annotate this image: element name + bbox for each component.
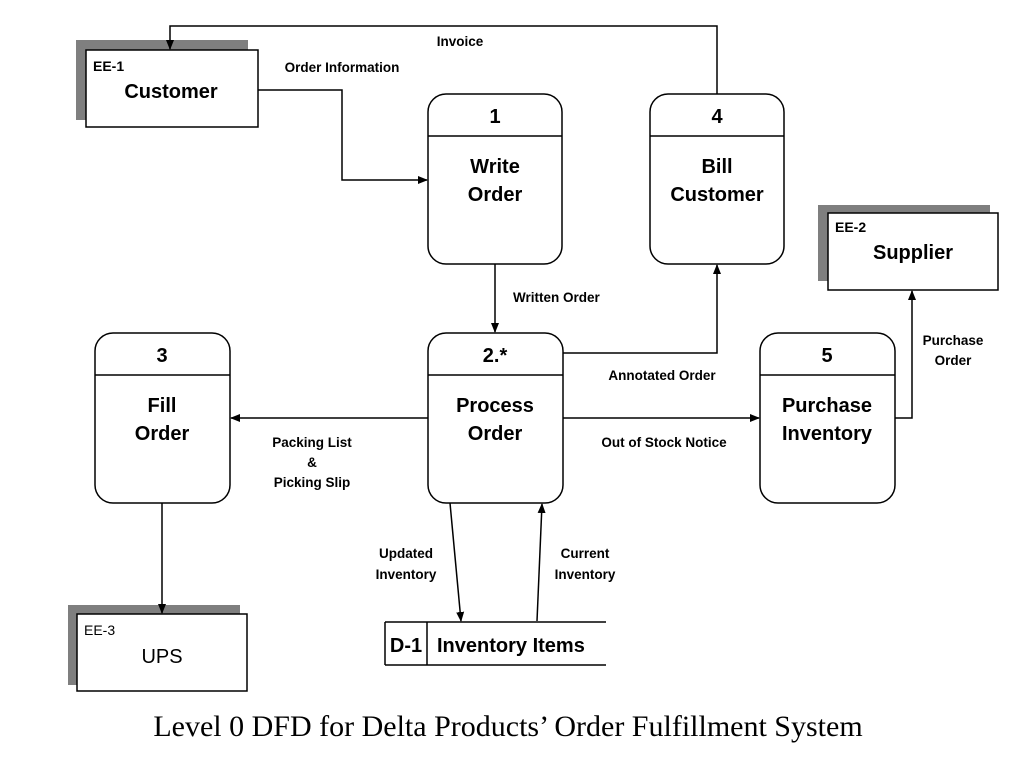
entity-box — [85, 49, 259, 128]
flow-invoice-label: Invoice — [437, 34, 484, 49]
entity-id: EE-3 — [84, 622, 115, 638]
entity-id: EE-2 — [835, 219, 866, 235]
entity-ups: EE-3 UPS — [68, 605, 248, 692]
process-bill-customer: 4 Bill Customer — [649, 93, 785, 265]
entity-name: UPS — [141, 646, 182, 668]
flow-updated-inventory-line — [449, 502, 465, 622]
flow-updated-label-line1: Updated — [379, 546, 433, 561]
data-store-inventory-items: D-1 Inventory Items — [384, 621, 606, 666]
flow-current-label-line2: Inventory — [555, 567, 616, 582]
flow-invoice-line — [166, 25, 718, 94]
process-name-line1: Bill — [701, 156, 732, 178]
entity-supplier: EE-2 Supplier — [818, 205, 999, 291]
entity-box — [827, 212, 999, 291]
process-name-line2: Order — [468, 184, 523, 206]
process-number: 3 — [156, 345, 167, 367]
flow-purchase-label-line2: Order — [935, 353, 973, 368]
flow-annotated-order-label: Annotated Order — [608, 368, 716, 383]
entity-name: Customer — [124, 81, 218, 103]
flow-purchase-label-line1: Purchase — [923, 333, 984, 348]
flow-current-label-line1: Current — [561, 546, 610, 561]
flow-order-information-line — [258, 89, 428, 184]
process-number: 2.* — [483, 345, 508, 367]
flow-packing-label-line3: Picking Slip — [274, 475, 351, 490]
process-name-line1: Fill — [148, 395, 177, 417]
process-name-line1: Process — [456, 395, 534, 417]
entity-id: EE-1 — [93, 58, 124, 74]
process-name-line1: Write — [470, 156, 520, 178]
process-write-order: 1 Write Order — [427, 93, 563, 265]
process-name-line2: Order — [135, 423, 190, 445]
process-number: 4 — [711, 106, 723, 128]
entity-box — [76, 613, 248, 692]
process-name-line2: Inventory — [782, 423, 873, 445]
flow-current-inventory-line — [536, 503, 546, 622]
diagram-caption: Level 0 DFD for Delta Products’ Order Fu… — [153, 710, 862, 743]
process-name-line2: Order — [468, 423, 523, 445]
process-number: 5 — [821, 345, 832, 367]
flow-order-information-label: Order Information — [285, 60, 400, 75]
process-process-order: 2.* Process Order — [427, 332, 564, 504]
flow-annotated-order-line — [563, 264, 721, 354]
entity-customer: EE-1 Customer — [76, 40, 259, 128]
process-purchase-inventory: 5 Purchase Inventory — [759, 332, 896, 504]
store-name: Inventory Items — [437, 635, 585, 657]
process-name-line2: Customer — [670, 184, 764, 206]
process-fill-order: 3 Fill Order — [94, 332, 231, 504]
flow-packing-label-line1: Packing List — [272, 435, 352, 450]
flow-updated-label-line2: Inventory — [376, 567, 437, 582]
process-name-line1: Purchase — [782, 395, 872, 417]
flow-packing-label-line2: & — [307, 455, 317, 470]
flow-purchase-order-line — [895, 290, 916, 419]
store-id: D-1 — [390, 635, 422, 657]
flow-written-order-label: Written Order — [513, 290, 601, 305]
entity-name: Supplier — [873, 242, 953, 264]
process-number: 1 — [489, 106, 500, 128]
flow-out-of-stock-label: Out of Stock Notice — [601, 435, 727, 450]
